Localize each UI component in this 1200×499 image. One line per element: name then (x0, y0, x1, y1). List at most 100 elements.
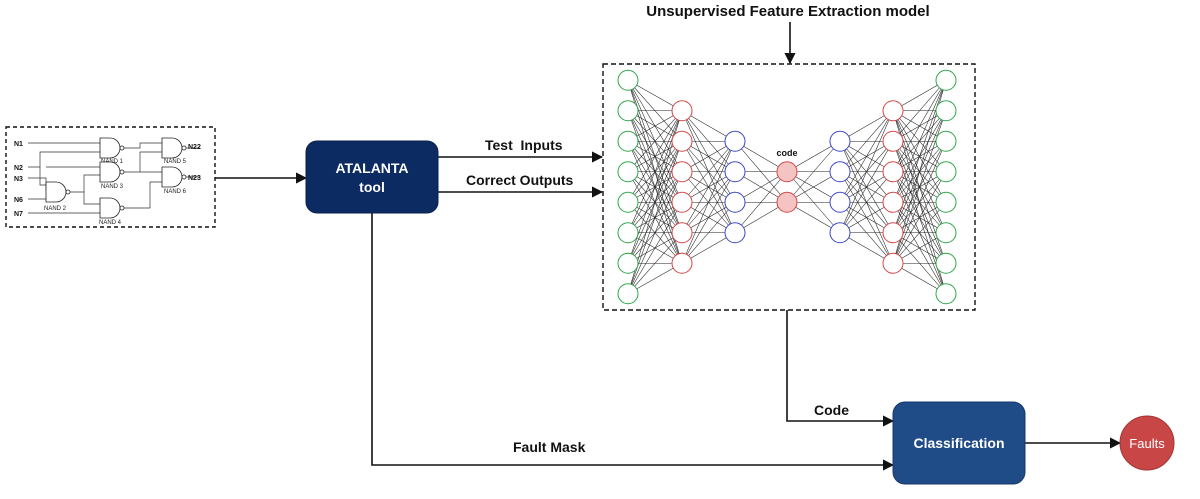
output-label-n22: N22 (188, 144, 201, 151)
nand-gate-3 (99, 161, 121, 183)
neuron-blue (829, 191, 851, 213)
faults-circle (1119, 415, 1175, 471)
classification-label: Classification (913, 435, 1004, 451)
neuron-red (671, 130, 693, 152)
atalanta-subtitle: tool (359, 179, 385, 195)
atalanta-box-bg (305, 140, 439, 214)
neuron-green (617, 130, 639, 152)
neuron-red (882, 222, 904, 244)
network-edge (627, 110, 683, 203)
input-label-n6: N6 (14, 197, 23, 204)
network-edge (892, 80, 947, 203)
classification-box: Classification (892, 401, 1026, 485)
nand-gate-4 (99, 197, 121, 219)
code-layer-label: code (776, 148, 797, 158)
network-edge (627, 232, 683, 294)
neuron-green (617, 283, 639, 305)
neuron-blue (724, 191, 746, 213)
neuron-blue (829, 130, 851, 152)
circuit-wire (28, 151, 100, 168)
neuron-green (617, 222, 639, 244)
gate-label-nand4: NAND 4 (99, 220, 122, 226)
circuit-wire (70, 191, 100, 205)
neuron-blue (724, 161, 746, 183)
network-edge (627, 110, 683, 233)
gate-label-nand3: NAND 3 (101, 184, 124, 190)
faults-node: Faults (1119, 415, 1175, 471)
neuron-green (617, 69, 639, 91)
nand-bubble (119, 169, 125, 175)
atalanta-title: ATALANTA (335, 160, 408, 176)
neuron-blue (724, 222, 746, 244)
neuron-red (671, 222, 693, 244)
neuron-red (671, 100, 693, 122)
classification-box-bg (892, 401, 1026, 485)
network-edge (839, 141, 894, 233)
neuron-green (617, 161, 639, 183)
neuron-blue (724, 130, 746, 152)
network-edge (681, 202, 736, 264)
neuron-code (776, 161, 798, 183)
neuron-green (935, 130, 957, 152)
nand-gate-5 (161, 137, 183, 159)
circuit-wire (122, 151, 162, 173)
neuron-green (935, 69, 957, 91)
input-label-n7: N7 (14, 211, 23, 218)
nand-bubble (181, 174, 187, 180)
neuron-green (935, 161, 957, 183)
circuit-wire (122, 181, 162, 209)
neuron-red (671, 161, 693, 183)
arrow-fault-mask (371, 213, 895, 471)
correct-outputs-label: Correct Outputs (466, 172, 574, 188)
neuron-green (935, 191, 957, 213)
input-label-n1: N1 (14, 141, 23, 148)
nand-bubble (65, 189, 71, 195)
neuron-code (776, 191, 798, 213)
neuron-red (882, 252, 904, 274)
circuit-wire (83, 174, 100, 192)
neuron-green (935, 100, 957, 122)
network-edge (734, 171, 788, 233)
neuron-green (935, 252, 957, 274)
network-edge (892, 141, 947, 264)
atalanta-tool-box: ATALANTA tool (305, 140, 439, 214)
neuron-blue (829, 222, 851, 244)
network-edge (839, 171, 894, 233)
network-edge (892, 80, 947, 172)
network-edge (627, 202, 683, 294)
test-inputs-label: Test Inputs (485, 137, 563, 153)
network-edge (627, 171, 683, 294)
network-edge (892, 171, 947, 264)
neuron-red (882, 191, 904, 213)
neuron-red (882, 100, 904, 122)
neuron-green (935, 222, 957, 244)
autoencoder-network (617, 69, 957, 305)
neuron-green (935, 283, 957, 305)
network-edge (892, 80, 947, 142)
network-edge (681, 141, 736, 203)
network-edge (839, 110, 894, 203)
arrow-code (786, 310, 895, 427)
neuron-red (671, 191, 693, 213)
fault-mask-label: Fault Mask (513, 439, 586, 455)
neuron-red (882, 130, 904, 152)
neuron-blue (829, 161, 851, 183)
gate-label-nand2: NAND 2 (44, 206, 67, 212)
neuron-green (617, 191, 639, 213)
faults-label: Faults (1129, 436, 1165, 451)
network-edge (892, 202, 947, 264)
network-edge (786, 141, 841, 203)
network-edge (839, 110, 894, 233)
nand-gate-1 (99, 137, 121, 159)
neuron-red (882, 161, 904, 183)
model-title: Unsupervised Feature Extraction model (646, 3, 929, 20)
network-edge (681, 171, 736, 264)
circuit-wire (122, 142, 162, 149)
nand-gate-2 (45, 181, 67, 203)
neuron-green (617, 100, 639, 122)
nand-bubble (119, 145, 125, 151)
network-edge (681, 141, 736, 264)
gate-label-nand6: NAND 6 (164, 189, 187, 195)
circuit-diagram: N1 N2 N3 N6 N7 NAND 1 NAND 2 NAND 3 NA (5, 126, 216, 228)
